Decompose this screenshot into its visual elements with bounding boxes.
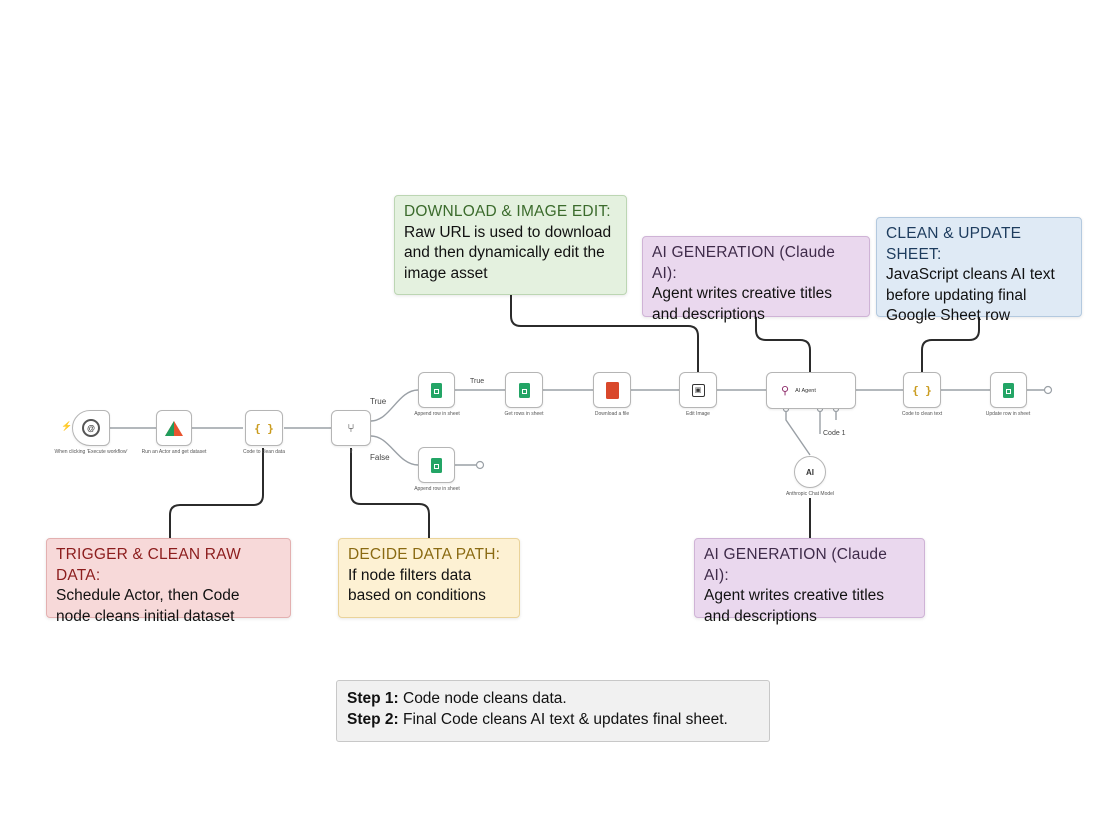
node-code-clean[interactable]: { } [245, 410, 283, 446]
node-code-final[interactable]: { } [903, 372, 941, 408]
leader-trigger [169, 448, 264, 538]
callout-decide-data-path: DECIDE DATA PATH: If node filters data b… [338, 538, 520, 618]
callout-text: and descriptions [652, 305, 765, 323]
node-download[interactable] [593, 372, 631, 408]
callout-text: based on conditions [348, 587, 486, 604]
callout-text: before updating final [886, 286, 1027, 304]
google-sheets-icon [431, 457, 442, 473]
node-label: Anthropic Chat Model [785, 491, 835, 497]
if-icon: ⑂ [347, 421, 355, 435]
callout-trigger-clean: TRIGGER & CLEAN RAW DATA: Schedule Actor… [46, 538, 291, 625]
node-anthropic[interactable]: AI [794, 456, 826, 488]
file-icon [605, 381, 619, 399]
node-label: Update row in sheet [985, 411, 1031, 417]
callout-text: Agent writes creative titles [704, 587, 885, 604]
callout-ai-generation-top: AI GENERATION (Claude AI): Agent writes … [642, 236, 870, 323]
code-icon: { } [912, 383, 932, 397]
callout-title: CLEAN & UPDATE SHEET: [886, 225, 1022, 263]
output-stub [1043, 385, 1053, 395]
node-update-sheet[interactable] [990, 372, 1027, 408]
step-label: Step 2: [347, 711, 399, 728]
step-text: Code node cleans data. [398, 690, 567, 707]
output-stub [475, 460, 485, 470]
node-label: Append row in sheet [414, 411, 460, 417]
step-2: Step 2: Final Code cleans AI text & upda… [347, 709, 759, 730]
callout-text: Raw URL is used to download [404, 223, 612, 241]
node-title: AI Agent [795, 387, 816, 394]
callout-title: DECIDE DATA PATH: [348, 546, 501, 563]
callout-text: Google Sheet row [886, 307, 1011, 324]
callout-text: If node filters data [348, 566, 472, 584]
node-label: Download a file [594, 411, 630, 417]
leader-ai-top [755, 317, 811, 372]
callout-text: and descriptions [704, 607, 817, 625]
step-1: Step 1: Code node cleans data. [347, 688, 759, 709]
node-get-rows[interactable] [505, 372, 543, 408]
callout-title: AI GENERATION (Claude AI): [652, 244, 836, 282]
node-label: If [349, 449, 353, 455]
callout-text: and then dynamically edit the [404, 244, 605, 261]
apify-icon [165, 420, 183, 436]
node-label: Get rows in sheet [504, 411, 544, 417]
node-label: Append row in sheet [414, 486, 460, 492]
step-label: Step 1: [347, 690, 399, 707]
leader-download [510, 294, 699, 372]
callout-ai-generation-bottom: AI GENERATION (Claude AI): Agent writes … [694, 538, 925, 625]
callout-text: Schedule Actor, then Code [56, 587, 240, 604]
code-icon: { } [254, 421, 274, 435]
callout-title: TRIGGER & CLEAN RAW DATA: [56, 546, 241, 584]
connection-if-false [370, 435, 419, 466]
callout-download-image-edit: DOWNLOAD & IMAGE EDIT: Raw URL is used t… [394, 195, 627, 295]
callout-text: image asset [404, 264, 488, 282]
callout-title: AI GENERATION (Claude AI): [704, 546, 888, 584]
leader-decide [350, 448, 430, 538]
callout-text: JavaScript cleans AI text [886, 266, 1055, 283]
callout-clean-update-sheet: CLEAN & UPDATE SHEET: JavaScript cleans … [876, 217, 1082, 324]
branch-label-true-small: True [470, 378, 485, 385]
google-sheets-icon [1003, 382, 1014, 398]
google-sheets-icon [518, 382, 530, 398]
node-append-false[interactable] [418, 447, 455, 483]
branch-label-false: False [370, 453, 390, 462]
node-edit-image[interactable]: ▣ [679, 372, 717, 408]
node-label: Run an Actor and get dataset [141, 449, 207, 455]
tool-label-code1: Code 1 [823, 430, 846, 437]
callout-text: Agent writes creative titles [652, 285, 833, 302]
image-icon: ▣ [691, 383, 705, 397]
node-label: Edit Image [686, 411, 710, 417]
branch-label-true: True [370, 397, 387, 406]
agent-icon: ⚲ [781, 384, 790, 397]
node-label: Code to clean text [901, 411, 943, 417]
node-ai-agent[interactable]: ⚲ AI Agent [766, 372, 856, 409]
node-apify[interactable] [156, 410, 192, 446]
http-icon: @ [82, 419, 100, 437]
leader-clean [921, 317, 980, 372]
connection-if-true [370, 389, 419, 422]
node-append-true[interactable] [418, 372, 455, 408]
callout-text: node cleans initial dataset [56, 607, 235, 625]
callout-title: DOWNLOAD & IMAGE EDIT: [404, 203, 611, 220]
node-if[interactable]: ⑂ [331, 410, 371, 446]
google-sheets-icon [431, 382, 442, 398]
connection-agent-model [785, 409, 811, 456]
lightning-icon: ⚡ [61, 421, 73, 431]
steps-summary: Step 1: Code node cleans data. Step 2: F… [336, 680, 770, 742]
anthropic-icon: AI [806, 467, 814, 477]
node-label: When clicking 'Execute workflow' [54, 449, 128, 455]
node-label: Code to clean data [243, 449, 285, 455]
node-trigger[interactable]: ⚡ @ [61, 410, 110, 446]
step-text: Final Code cleans AI text & updates fina… [398, 711, 728, 728]
